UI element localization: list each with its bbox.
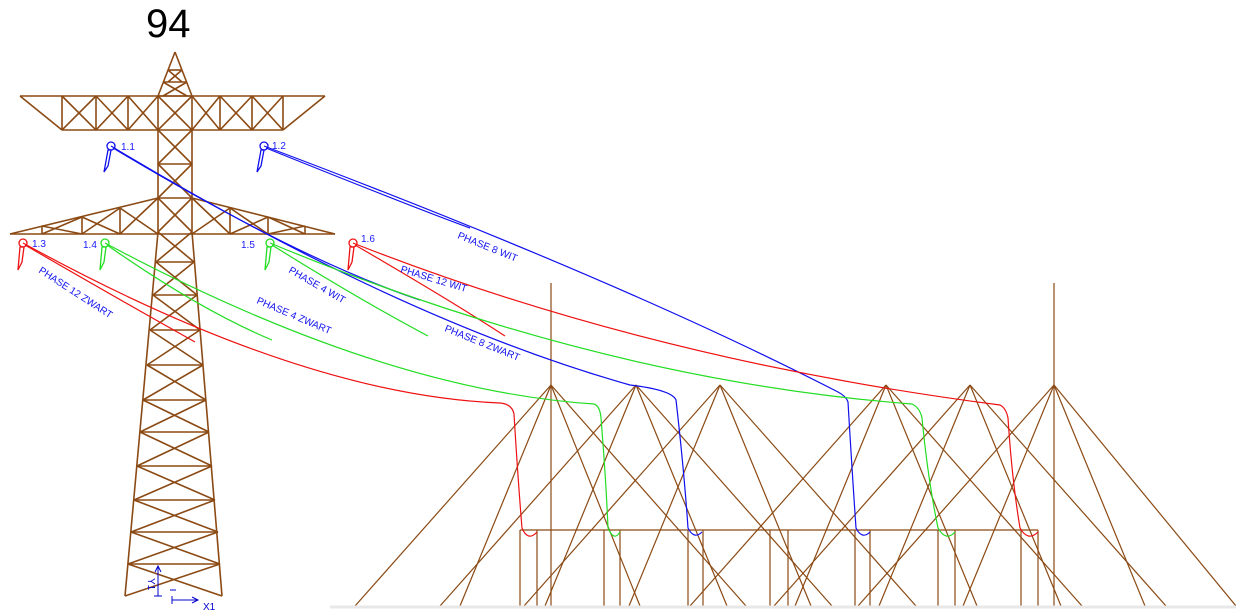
label-phase-8-zwart: PHASE 8 ZWART xyxy=(443,324,521,364)
x-axis-label: X1 xyxy=(203,602,216,613)
point-label-1-2: 1.2 xyxy=(272,141,286,152)
conductor-phase-4-wit xyxy=(269,242,956,537)
conductor-phase-8-wit xyxy=(263,145,871,536)
conductors xyxy=(22,145,1039,537)
point-label-1-1: 1.1 xyxy=(121,142,135,153)
label-phase-12-wit: PHASE 12 WIT xyxy=(399,264,468,295)
y-axis-label: Y1 xyxy=(145,578,156,591)
conductor-phase-12-zwart xyxy=(22,242,538,537)
point-label-1-3: 1.3 xyxy=(32,239,46,250)
conductor-phase-12-wit xyxy=(352,242,1039,537)
point-label-1-5: 1.5 xyxy=(241,240,255,251)
axis-indicator: X1 Y1 xyxy=(145,564,216,613)
substation-gantry xyxy=(354,283,1236,607)
conductor-phase-4-zwart xyxy=(104,242,621,537)
point-label-1-6: 1.6 xyxy=(361,234,375,245)
phase-labels: PHASE 8 WIT PHASE 12 WIT PHASE 4 WIT PHA… xyxy=(36,231,521,364)
point-label-1-4: 1.4 xyxy=(83,240,97,251)
conductor-phase-8-zwart xyxy=(110,145,703,536)
transmission-tower xyxy=(9,51,336,597)
label-phase-8-wit: PHASE 8 WIT xyxy=(456,231,519,265)
tower-number: 94 xyxy=(146,2,191,46)
attachment-labels: 1.1 1.2 1.3 1.4 1.5 1.6 xyxy=(32,141,375,251)
insulators xyxy=(17,141,358,271)
